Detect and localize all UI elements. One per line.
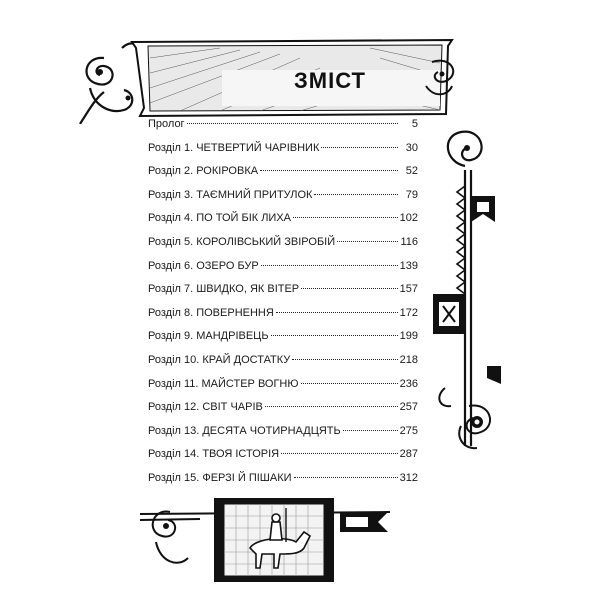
toc-entry: Розділ 15. ФЕРЗІ Й ПІШАКИ 312: [148, 472, 418, 496]
toc-entry-page-number: 312: [399, 471, 418, 484]
toc-entry-page-number: 102: [399, 212, 418, 225]
toc-entry-page-number: 5: [411, 118, 418, 130]
toc-entry-page-number: 172: [399, 306, 418, 319]
dot-leader: [314, 193, 398, 195]
toc-entry: Розділ 13. ДЕСЯТА ЧОТИРНАДЦЯТЬ 275: [148, 425, 418, 449]
toc-entry: Розділ 8. ПОВЕРНЕННЯ 172: [148, 307, 418, 331]
toc-entry: Розділ 2. РОКІРОВКА 52: [148, 165, 418, 189]
dot-leader: [260, 170, 398, 172]
toc-entry-title: Розділ 9. МАНДРІВЕЦЬ: [148, 330, 269, 343]
toc-entry: Розділ 10. КРАЙ ДОСТАТКУ 218: [148, 354, 418, 378]
toc-entry-page-number: 236: [399, 377, 418, 390]
toc-entry-title: Розділ 10. КРАЙ ДОСТАТКУ: [148, 353, 291, 366]
toc-entry-page-number: 275: [399, 424, 418, 437]
toc-entry-title: Розділ 11. МАЙСТЕР ВОГНЮ: [148, 377, 299, 390]
dot-leader: [321, 146, 398, 148]
toc-entry: Пролог 5: [148, 118, 418, 142]
toc-entry-page-number: 30: [405, 141, 418, 154]
toc-entry: Розділ 3. ТАЄМНИЙ ПРИТУЛОК 79: [148, 189, 418, 213]
dot-leader: [186, 123, 398, 124]
dot-leader: [337, 240, 398, 242]
toc-entry: Розділ 12. СВІТ ЧАРІВ 257: [148, 401, 418, 425]
dot-leader: [264, 406, 398, 408]
toc-entry: Розділ 4. ПО ТОЙ БІК ЛИХА 102: [148, 212, 418, 236]
toc-entry-page-number: 287: [399, 448, 418, 461]
dot-leader: [300, 382, 398, 384]
toc-entry-page-number: 257: [399, 401, 418, 414]
toc-entry-title: Розділ 7. ШВИДКО, ЯК ВІТЕР: [148, 283, 300, 296]
toc-entry-page-number: 116: [400, 235, 418, 248]
toc-entry: Розділ 14. ТВОЯ ІСТОРІЯ 287: [148, 448, 418, 472]
toc-entry-title: Розділ 14. ТВОЯ ІСТОРІЯ: [148, 448, 280, 461]
toc-entry-title: Розділ 2. РОКІРОВКА: [148, 165, 259, 178]
dot-leader: [293, 217, 398, 219]
toc-entry-title: Розділ 6. ОЗЕРО БУР: [148, 259, 259, 272]
toc-entry: Розділ 7. ШВИДКО, ЯК ВІТЕР 157: [148, 283, 418, 307]
toc-entry-title: Розділ 3. ТАЄМНИЙ ПРИТУЛОК: [148, 188, 313, 201]
toc-entry-title: Розділ 8. ПОВЕРНЕННЯ: [148, 306, 274, 319]
dot-leader: [270, 335, 398, 337]
toc-entry-title: Розділ 15. ФЕРЗІ Й ПІШАКИ: [148, 471, 292, 484]
dot-leader: [260, 264, 398, 266]
toc-entry: Розділ 6. ОЗЕРО БУР 139: [148, 260, 418, 284]
dot-leader: [342, 429, 398, 431]
bottom-knight-ornament: [140, 498, 391, 582]
toc-entry-title: Розділ 4. ПО ТОЙ БІК ЛИХА: [148, 212, 292, 225]
toc-entry-page-number: 79: [405, 188, 418, 201]
toc-entry-title: Пролог: [148, 118, 185, 130]
toc-entry: Розділ 9. МАНДРІВЕЦЬ 199: [148, 330, 418, 354]
dot-leader: [275, 311, 398, 313]
toc-entry: Розділ 5. КОРОЛІВСЬКИЙ ЗВІРОБІЙ 116: [148, 236, 418, 260]
toc-entry-title: Розділ 13. ДЕСЯТА ЧОТИРНАДЦЯТЬ: [148, 424, 341, 437]
title-banner-ornament: [79, 38, 455, 124]
toc-entry-page-number: 199: [399, 330, 418, 343]
toc-entry-page-number: 157: [399, 283, 418, 296]
toc-entry-title: Розділ 1. ЧЕТВЕРТИЙ ЧАРІВНИК: [148, 141, 320, 154]
dot-leader: [293, 476, 398, 478]
toc-entry-page-number: 218: [399, 353, 418, 366]
dot-leader: [281, 453, 398, 455]
right-vertical-ornament: [433, 130, 501, 450]
toc-entry: Розділ 1. ЧЕТВЕРТИЙ ЧАРІВНИК 30: [148, 142, 418, 166]
toc-entry-page-number: 139: [399, 259, 418, 272]
toc-entry-page-number: 52: [405, 165, 418, 178]
toc-entry-title: Розділ 5. КОРОЛІВСЬКИЙ ЗВІРОБІЙ: [148, 235, 336, 248]
dot-leader: [301, 288, 398, 290]
toc-entry: Розділ 11. МАЙСТЕР ВОГНЮ 236: [148, 378, 418, 402]
dot-leader: [292, 358, 398, 360]
contents-title: ЗМІСТ: [294, 68, 366, 93]
toc-entry-title: Розділ 12. СВІТ ЧАРІВ: [148, 401, 263, 414]
